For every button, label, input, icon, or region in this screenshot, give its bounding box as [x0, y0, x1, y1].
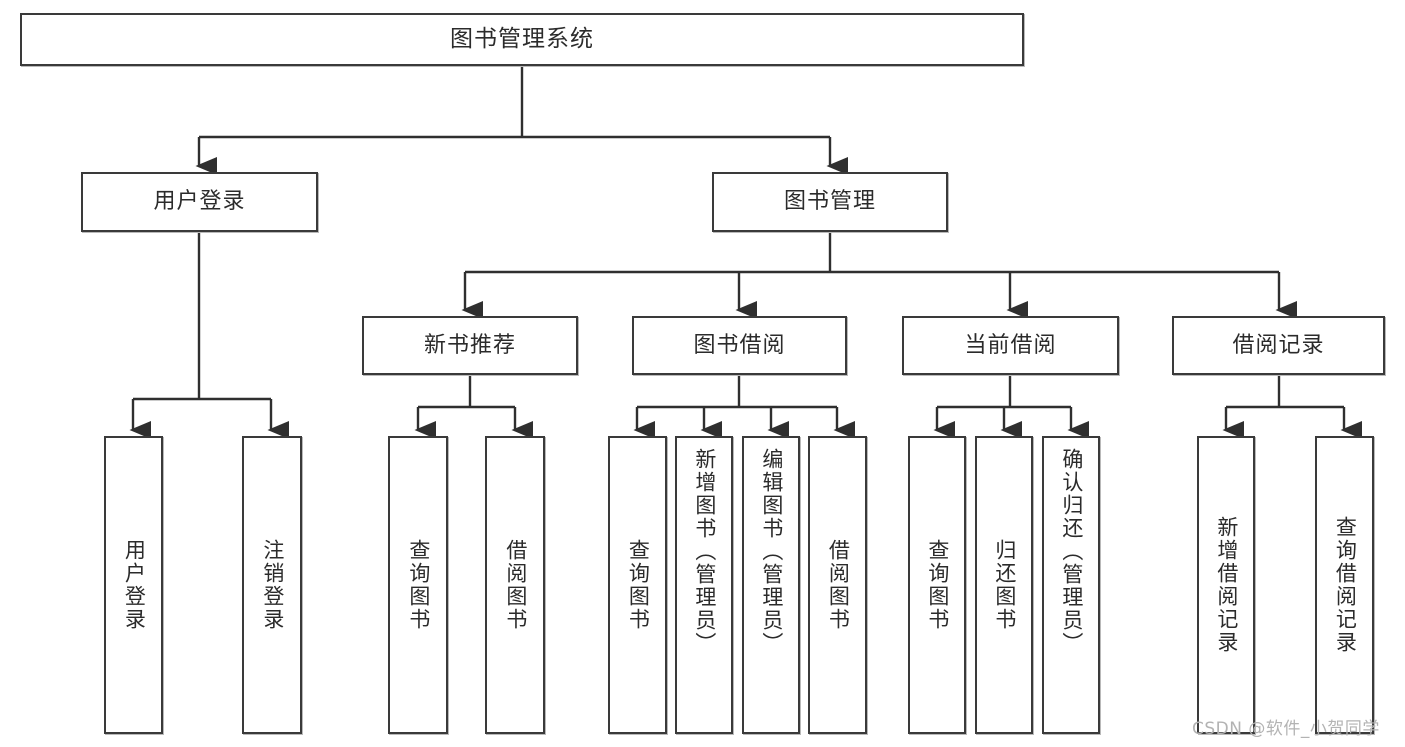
node-leaf-logout-login[interactable]: 注销登录 [242, 436, 302, 734]
node-leaf-user-login[interactable]: 用户登录 [104, 436, 163, 734]
node-book-manage-label: 图书管理 [783, 189, 876, 215]
node-leaf-add-borrow-record-label: 新增借阅记录 [1214, 516, 1239, 654]
node-borrow-record[interactable]: 借阅记录 [1172, 316, 1385, 375]
node-root-label: 图书管理系统 [450, 26, 594, 53]
node-leaf-query-book-current[interactable]: 查询图书 [908, 436, 966, 734]
node-book-borrow-label: 图书借阅 [693, 332, 786, 358]
node-leaf-add-book-admin-label: 新增图书（管理员） [692, 448, 717, 655]
node-book-borrow[interactable]: 图书借阅 [632, 316, 847, 375]
node-leaf-confirm-return-admin-label: 确认归还（管理员） [1059, 448, 1084, 655]
node-root[interactable]: 图书管理系统 [20, 13, 1024, 66]
node-leaf-query-book-current-label: 查询图书 [925, 539, 950, 631]
node-leaf-return-book[interactable]: 归还图书 [975, 436, 1033, 734]
node-leaf-query-book-borrow-label: 查询图书 [626, 539, 651, 631]
node-leaf-return-book-label: 归还图书 [992, 539, 1017, 631]
node-book-manage[interactable]: 图书管理 [712, 172, 948, 232]
node-leaf-borrow-book-label: 借阅图书 [826, 539, 851, 631]
node-leaf-query-book-rec[interactable]: 查询图书 [388, 436, 448, 734]
node-leaf-user-login-label: 用户登录 [122, 539, 147, 631]
node-leaf-query-borrow-record-label: 查询借阅记录 [1333, 516, 1358, 654]
node-current-borrow[interactable]: 当前借阅 [902, 316, 1119, 375]
node-leaf-edit-book-admin-label: 编辑图书（管理员） [759, 448, 784, 655]
node-user-login[interactable]: 用户登录 [81, 172, 318, 232]
node-borrow-record-label: 借阅记录 [1232, 332, 1325, 358]
node-leaf-logout-login-label: 注销登录 [260, 539, 285, 631]
node-leaf-add-book-admin[interactable]: 新增图书（管理员） [675, 436, 733, 734]
node-leaf-add-borrow-record[interactable]: 新增借阅记录 [1197, 436, 1255, 734]
node-leaf-edit-book-admin[interactable]: 编辑图书（管理员） [742, 436, 800, 734]
node-leaf-borrow-book-rec[interactable]: 借阅图书 [485, 436, 545, 734]
node-current-borrow-label: 当前借阅 [964, 332, 1057, 358]
node-leaf-query-borrow-record[interactable]: 查询借阅记录 [1315, 436, 1374, 734]
node-new-book-recommend-label: 新书推荐 [423, 332, 516, 358]
node-leaf-borrow-book-rec-label: 借阅图书 [503, 539, 528, 631]
node-leaf-borrow-book[interactable]: 借阅图书 [808, 436, 867, 734]
watermark-text: CSDN @软件_小贺同学 [1192, 719, 1380, 739]
node-user-login-label: 用户登录 [153, 189, 246, 215]
node-new-book-recommend[interactable]: 新书推荐 [362, 316, 578, 375]
node-leaf-query-book-borrow[interactable]: 查询图书 [608, 436, 667, 734]
node-leaf-query-book-rec-label: 查询图书 [406, 539, 431, 631]
node-leaf-confirm-return-admin[interactable]: 确认归还（管理员） [1042, 436, 1100, 734]
